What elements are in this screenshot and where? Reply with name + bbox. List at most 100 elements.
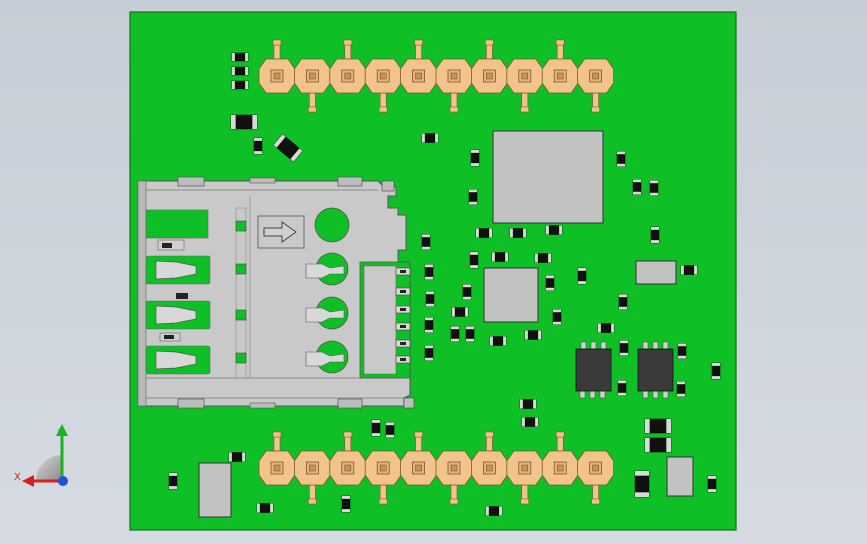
smd-passive[interactable] [619, 340, 629, 356]
smd-passive[interactable] [465, 326, 475, 342]
smd-passive[interactable] [256, 503, 274, 513]
pin-header-bottom[interactable] [258, 431, 614, 505]
smd-passive[interactable] [385, 422, 395, 438]
smd-passive[interactable] [524, 330, 542, 340]
smd-passive[interactable] [707, 475, 717, 493]
sim-contact [155, 260, 197, 280]
header-pin[interactable] [258, 39, 296, 94]
smd-passive[interactable] [634, 470, 650, 498]
smd-passive[interactable] [425, 291, 435, 307]
header-pin[interactable] [293, 450, 331, 505]
smd-passive[interactable] [491, 252, 509, 262]
triad-x-label: X [14, 472, 21, 483]
smd-passive[interactable] [371, 419, 381, 437]
header-pin[interactable] [541, 39, 579, 94]
sim-round-contact [305, 296, 349, 330]
smd-passive[interactable] [485, 506, 503, 516]
header-pin[interactable] [329, 431, 367, 486]
sim-contact [155, 305, 197, 325]
smd-passive[interactable] [521, 417, 539, 427]
smd-passive[interactable] [231, 80, 249, 90]
smd-passive[interactable] [617, 380, 627, 396]
header-pin[interactable] [400, 431, 438, 486]
smd-passive[interactable] [519, 399, 537, 409]
sim-contact [155, 350, 197, 370]
smd-passive[interactable] [644, 418, 672, 434]
sim-card-socket[interactable] [137, 176, 415, 409]
smd-passive[interactable] [650, 226, 660, 244]
smd-passive[interactable] [451, 307, 469, 317]
header-pin[interactable] [577, 58, 614, 113]
smd-passive[interactable] [469, 251, 479, 269]
soic8-chip[interactable] [637, 341, 674, 399]
smd-passive[interactable] [649, 180, 659, 196]
smd-passive[interactable] [341, 495, 351, 513]
header-pin[interactable] [435, 450, 473, 505]
smd-passive[interactable] [616, 151, 626, 167]
smd-passive[interactable] [644, 437, 672, 453]
smd-passive[interactable] [468, 189, 478, 205]
smd-passive[interactable] [475, 228, 493, 238]
smd-passive[interactable] [168, 472, 178, 490]
ic-pad[interactable] [198, 462, 232, 518]
orientation-triad: X Y [14, 424, 68, 487]
z-axis-dot-icon [58, 476, 68, 486]
header-pin[interactable] [541, 431, 579, 486]
sim-round-contact [305, 252, 349, 286]
smd-components [168, 52, 721, 516]
smd-passive[interactable] [552, 309, 562, 325]
smd-passive[interactable] [231, 66, 249, 76]
y-axis-arrow-icon [56, 424, 68, 436]
smd-passive[interactable] [450, 326, 460, 342]
smd-passive[interactable] [545, 225, 563, 235]
header-pin[interactable] [329, 39, 367, 94]
header-pin[interactable] [470, 431, 508, 486]
smd-passive[interactable] [421, 133, 439, 143]
smd-passive[interactable] [424, 317, 434, 333]
smd-passive[interactable] [231, 52, 249, 62]
soic8-chip[interactable] [575, 341, 612, 399]
pin-header-top[interactable] [258, 39, 614, 113]
header-pin[interactable] [293, 58, 331, 113]
smd-passive[interactable] [509, 228, 527, 238]
smd-passive[interactable] [618, 294, 628, 310]
smd-passive[interactable] [228, 452, 246, 462]
header-pin[interactable] [364, 450, 402, 505]
smd-passive[interactable] [534, 253, 552, 263]
smd-passive[interactable] [424, 345, 434, 361]
smd-passive[interactable] [597, 323, 615, 333]
x-axis-arrow-icon [22, 475, 34, 487]
header-pin[interactable] [258, 431, 296, 486]
smd-passive[interactable] [424, 264, 434, 280]
header-pin[interactable] [470, 39, 508, 94]
smd-passive[interactable] [677, 343, 687, 359]
header-pin[interactable] [506, 58, 544, 113]
triad-y-label: Y [57, 428, 65, 439]
smd-passive[interactable] [230, 114, 258, 130]
header-pin[interactable] [364, 58, 402, 113]
ic-pad[interactable] [635, 260, 677, 285]
insertion-arrow-icon [257, 215, 305, 249]
smd-passive[interactable] [470, 149, 480, 167]
ic-square[interactable] [483, 267, 539, 323]
smd-passive[interactable] [676, 381, 686, 397]
header-pin[interactable] [506, 450, 544, 505]
smd-passive[interactable] [632, 179, 642, 195]
smd-passive[interactable] [253, 137, 263, 155]
smd-passive[interactable] [577, 267, 587, 285]
smd-passive[interactable] [489, 336, 507, 346]
smd-passive[interactable] [680, 265, 698, 275]
smd-passive[interactable] [711, 362, 721, 380]
smd-diode[interactable] [273, 133, 303, 163]
header-pin[interactable] [400, 39, 438, 94]
ic-pad[interactable] [666, 456, 694, 497]
smd-passive[interactable] [545, 275, 555, 291]
sim-round-contact [305, 340, 349, 374]
header-pin[interactable] [577, 450, 614, 505]
ic-large[interactable] [492, 130, 604, 224]
triad-sphere-icon [36, 455, 62, 481]
smd-passive[interactable] [421, 234, 431, 250]
header-pin[interactable] [435, 58, 473, 113]
smd-passive[interactable] [462, 284, 472, 300]
